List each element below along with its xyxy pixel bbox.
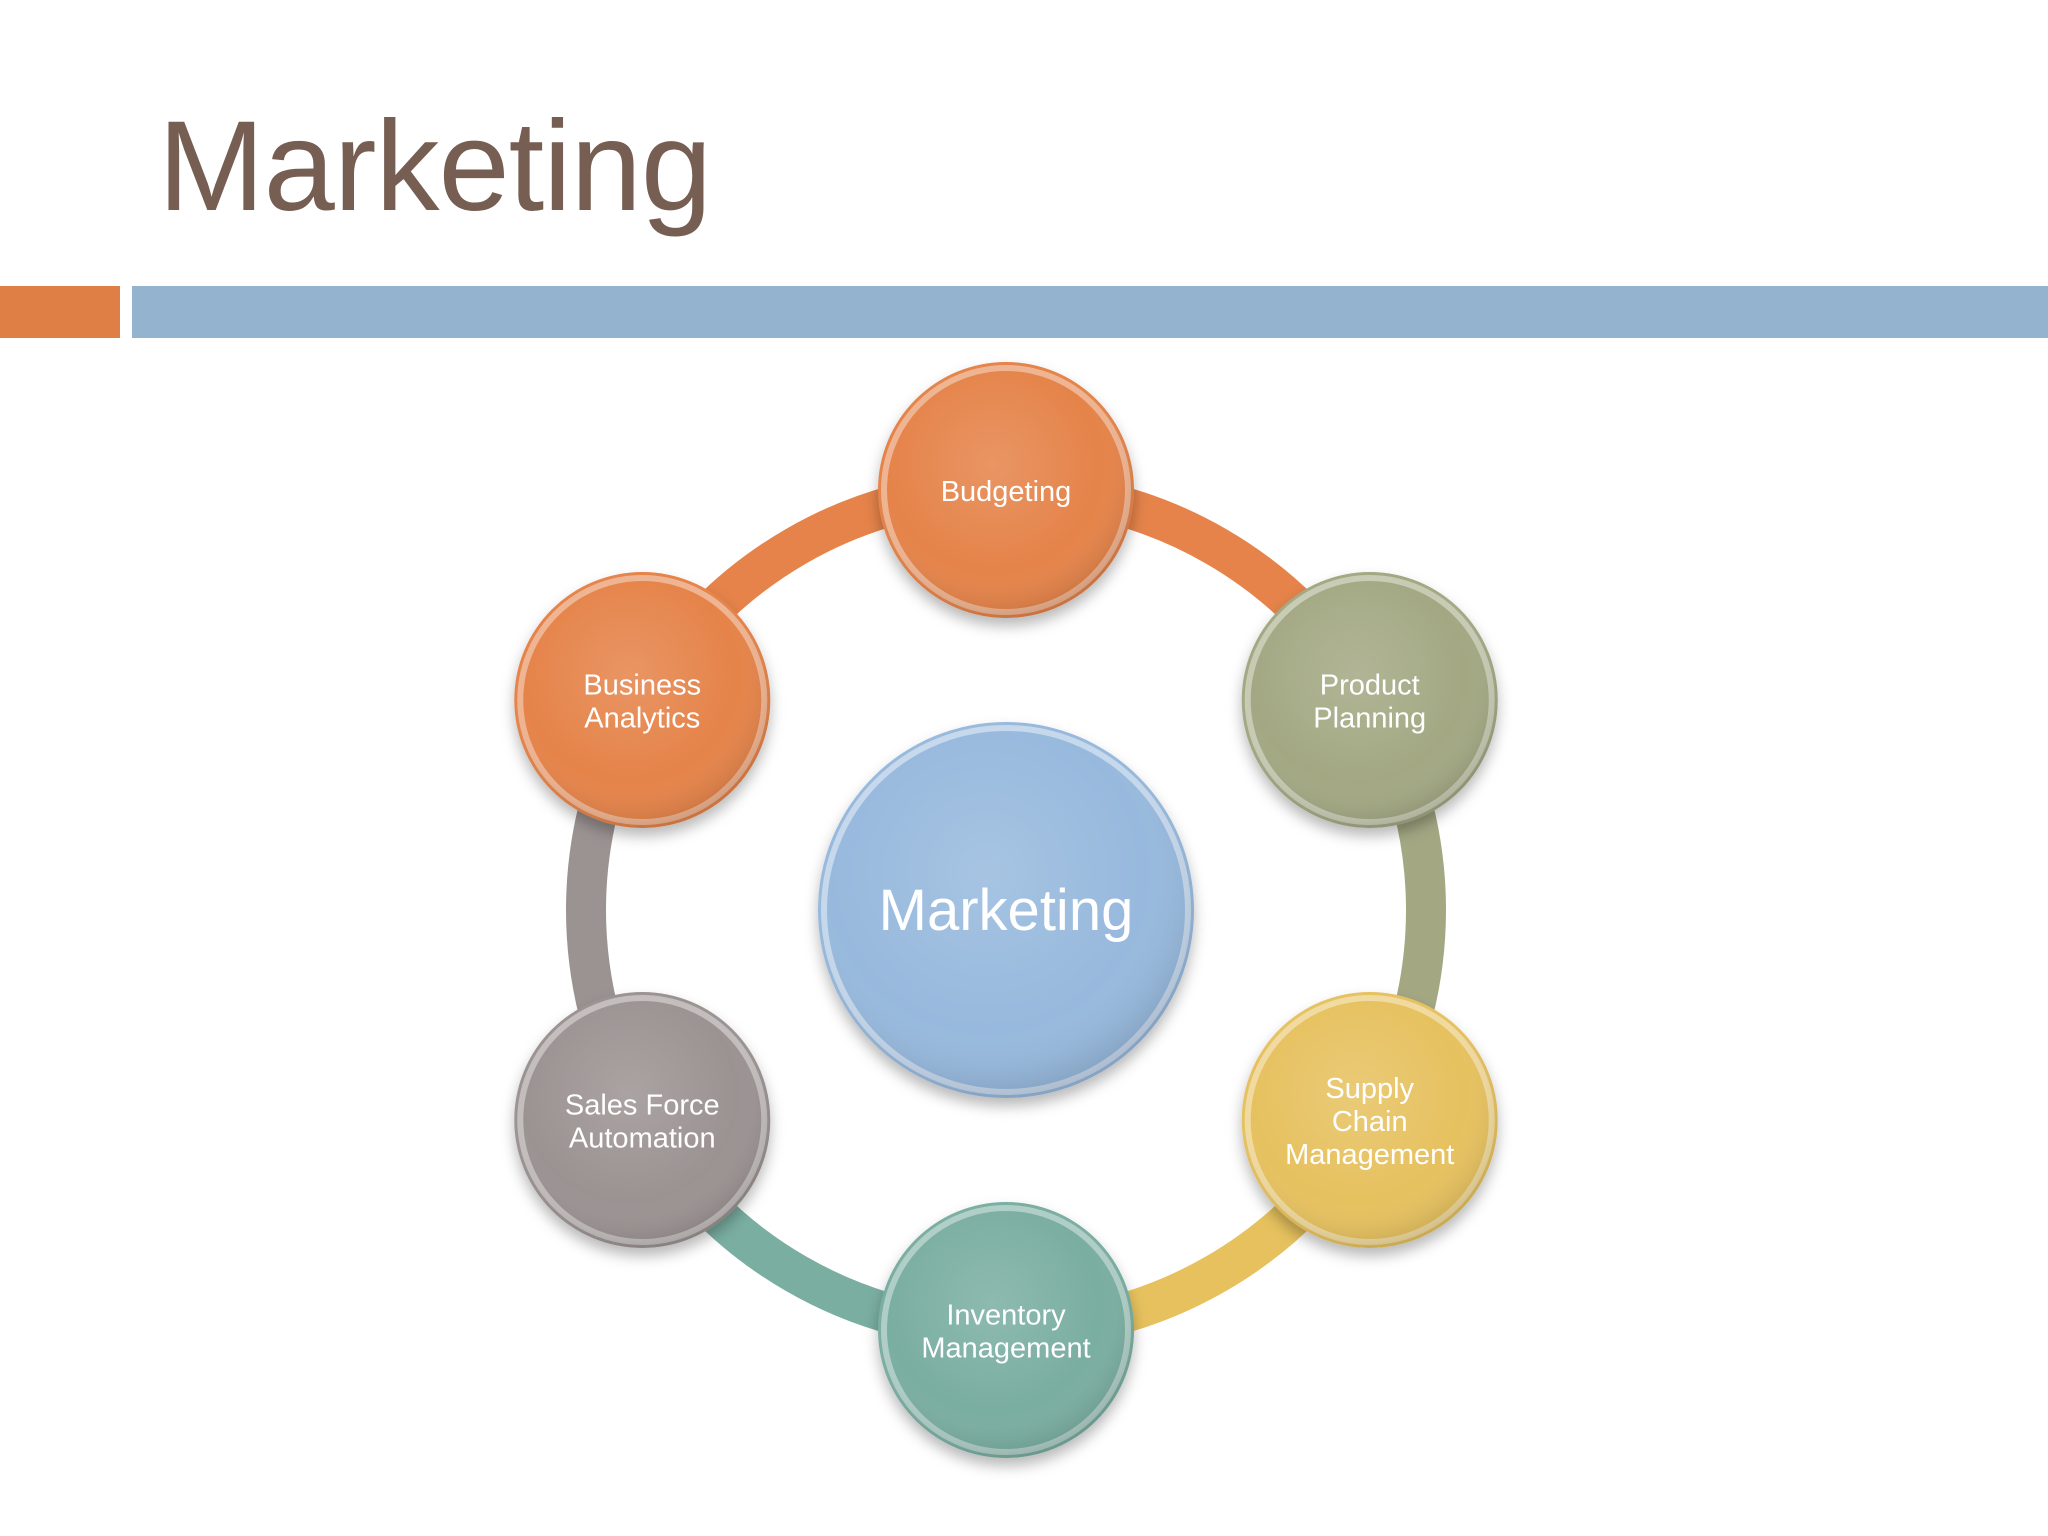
node-inventory-management-label-line-2: Management: [921, 1333, 1090, 1365]
node-product-planning-label-line-2: Planning: [1313, 703, 1426, 735]
node-supply-chain-management-label-line-2: Chain: [1332, 1106, 1408, 1138]
node-budgeting: Budgeting: [878, 362, 1134, 618]
accent-bar-orange: [0, 286, 120, 338]
node-supply-chain-management-label-line-1: Supply: [1325, 1073, 1414, 1105]
node-business-analytics-label-line-1: Business: [583, 670, 701, 702]
node-inventory-management-label-line-1: Inventory: [946, 1300, 1066, 1332]
node-supply-chain-management-label-line-3: Management: [1285, 1139, 1454, 1171]
node-product-planning-label-line-1: Product: [1320, 670, 1420, 702]
accent-bar-blue: [132, 286, 2048, 338]
center-node-label: Marketing: [879, 878, 1134, 943]
slide-title: Marketing: [158, 95, 712, 238]
node-sales-force-automation-label-line-2: Automation: [569, 1123, 716, 1155]
node-budgeting-label-line-1: Budgeting: [941, 476, 1072, 508]
node-business-analytics-label-line-2: Analytics: [584, 703, 700, 735]
node-sales-force-automation-label-line-1: Sales Force: [565, 1090, 720, 1122]
center-node: Marketing: [818, 722, 1194, 1098]
